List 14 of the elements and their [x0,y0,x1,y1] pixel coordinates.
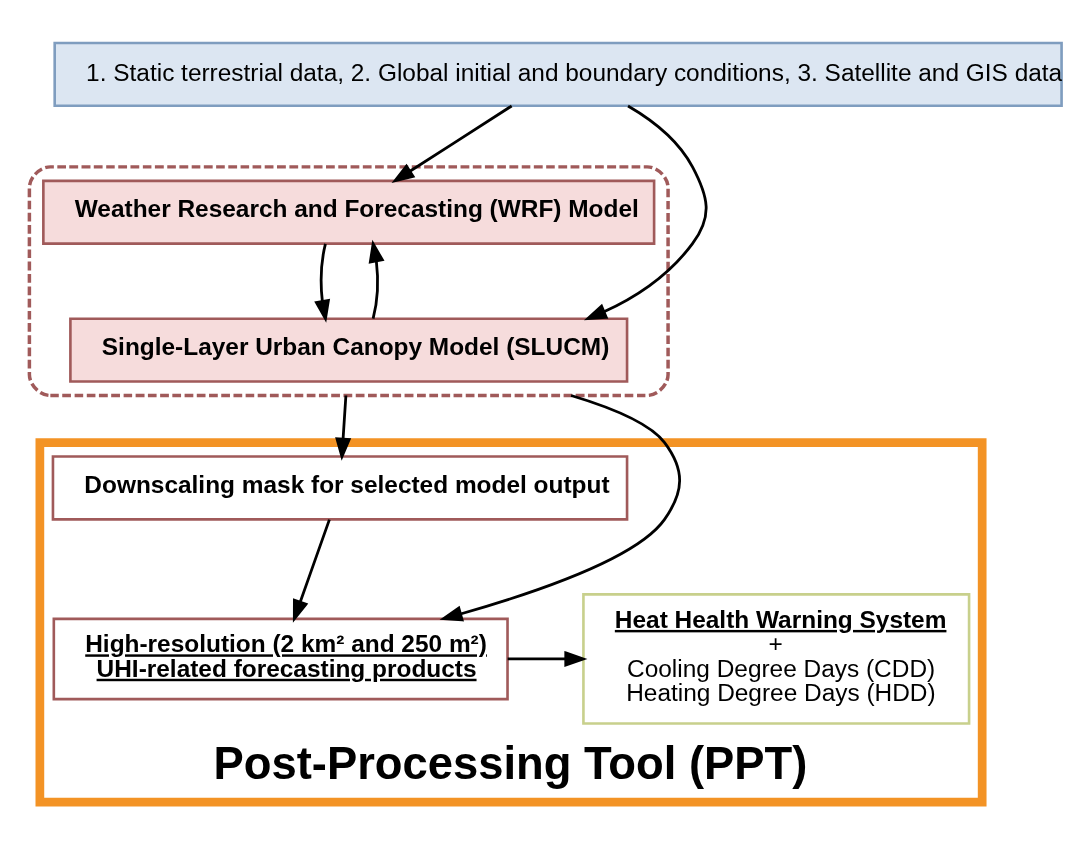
arrow [391,104,513,184]
node-box: Weather Research and Forecasting (WRF) Model [42,179,656,245]
arrow [335,395,352,461]
arrow [314,243,331,323]
node-box: Single-Layer Urban Canopy Model (SLUCM) [69,317,629,383]
arrow [368,239,385,319]
node-box: Heat Health Warning System + Cooling Degree Days (CDD) Heating Degree Days (HDD) [582,593,971,725]
arrow [439,394,681,622]
node-box: High-resolution (2 km² and 250 m²) UHI-related forecasting products [52,617,509,701]
arrow [583,104,708,321]
node-box: Downscaling mask for selected model output [51,455,629,521]
node-box: 1. Static terrestrial data, 2. Global initial and boundary conditions, 3. Satellite and GIS data [53,41,1063,108]
arrow [292,519,331,623]
arrow [507,650,588,668]
